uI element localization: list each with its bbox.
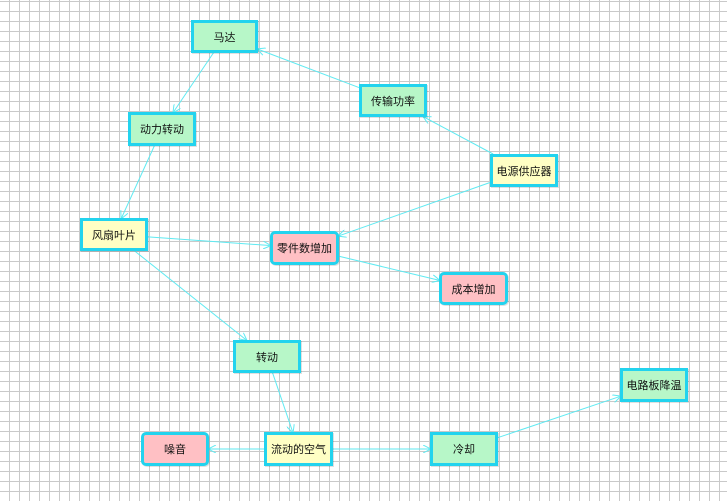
- node-fan-blade[interactable]: 风扇叶片: [80, 218, 148, 251]
- node-flowing-air[interactable]: 流动的空气: [264, 432, 333, 466]
- node-parts-increase-label: 零件数增加: [277, 242, 332, 255]
- edge-dianyuan-to-chuanshu: [424, 117, 494, 155]
- node-circuit-cooling[interactable]: 电路板降温: [620, 368, 688, 402]
- node-power-transmission-label: 传输功率: [371, 94, 415, 108]
- edge-zhuandong-to-liudong: [272, 372, 293, 432]
- node-power-supply[interactable]: 电源供应器: [490, 154, 558, 187]
- node-rotation-label: 转动: [256, 350, 278, 364]
- node-cost-increase[interactable]: 成本增加: [439, 272, 508, 305]
- node-flowing-air-label: 流动的空气: [271, 443, 326, 456]
- edge-fengshan-to-lingjian: [147, 236, 270, 246]
- node-circuit-cooling-label: 电路板降温: [626, 379, 682, 392]
- edge-dongli-to-fengshan: [122, 145, 155, 218]
- node-motor-label: 马达: [213, 30, 236, 44]
- edge-lingjian-to-chengben: [338, 255, 439, 280]
- node-noise[interactable]: 噪音: [141, 432, 209, 466]
- node-parts-increase[interactable]: 零件数增加: [270, 231, 339, 265]
- node-cooling[interactable]: 冷却: [430, 432, 498, 466]
- node-rotation[interactable]: 转动: [233, 340, 301, 373]
- edge-chuanshu-to-mada: [258, 49, 360, 89]
- node-fan-blade-label: 风扇叶片: [92, 228, 136, 242]
- node-motor[interactable]: 马达: [191, 20, 258, 53]
- edge-lengque-to-dianlu: [497, 396, 620, 439]
- node-noise-label: 噪音: [164, 443, 186, 456]
- node-power-supply-label: 电源供应器: [496, 164, 552, 178]
- node-power-rotation-label: 动力转动: [140, 123, 184, 136]
- edge-fengshan-to-zhuandong: [134, 250, 247, 340]
- node-cooling-label: 冷却: [453, 443, 475, 456]
- edge-dianyuan-to-lingjian: [339, 182, 491, 236]
- edge-mada-to-dongli: [173, 52, 214, 112]
- node-power-rotation[interactable]: 动力转动: [128, 112, 196, 146]
- node-cost-increase-label: 成本增加: [451, 282, 496, 296]
- node-power-transmission[interactable]: 传输功率: [359, 84, 427, 117]
